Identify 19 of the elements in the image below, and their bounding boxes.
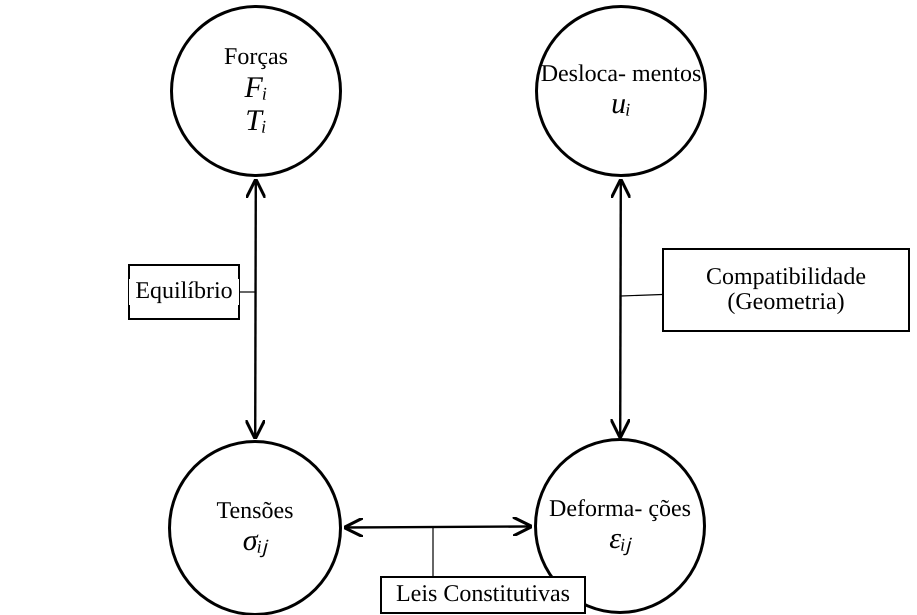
node-label: Equilíbrio <box>129 279 239 305</box>
math-symbol: σᵢⱼ <box>242 524 268 558</box>
leader-line <box>432 528 434 576</box>
node-label: Forças <box>224 45 288 71</box>
math-symbol: Tᵢ <box>245 104 267 137</box>
double-arrow <box>244 177 267 441</box>
leader-line <box>620 294 662 297</box>
label-box <box>662 248 910 332</box>
label-box <box>128 264 240 320</box>
label-box <box>380 576 586 614</box>
node-label: Tensões <box>216 498 294 524</box>
leader-line <box>240 291 256 293</box>
node-label: Desloca- mentos <box>540 62 702 88</box>
node-label: Deforma- ções <box>549 496 691 522</box>
math-symbol: uᵢ <box>611 87 631 120</box>
double-arrow <box>342 515 534 539</box>
double-arrow <box>609 177 632 440</box>
math-symbol: Fᵢ <box>244 70 268 104</box>
math-symbol: εᵢⱼ <box>609 522 631 556</box>
